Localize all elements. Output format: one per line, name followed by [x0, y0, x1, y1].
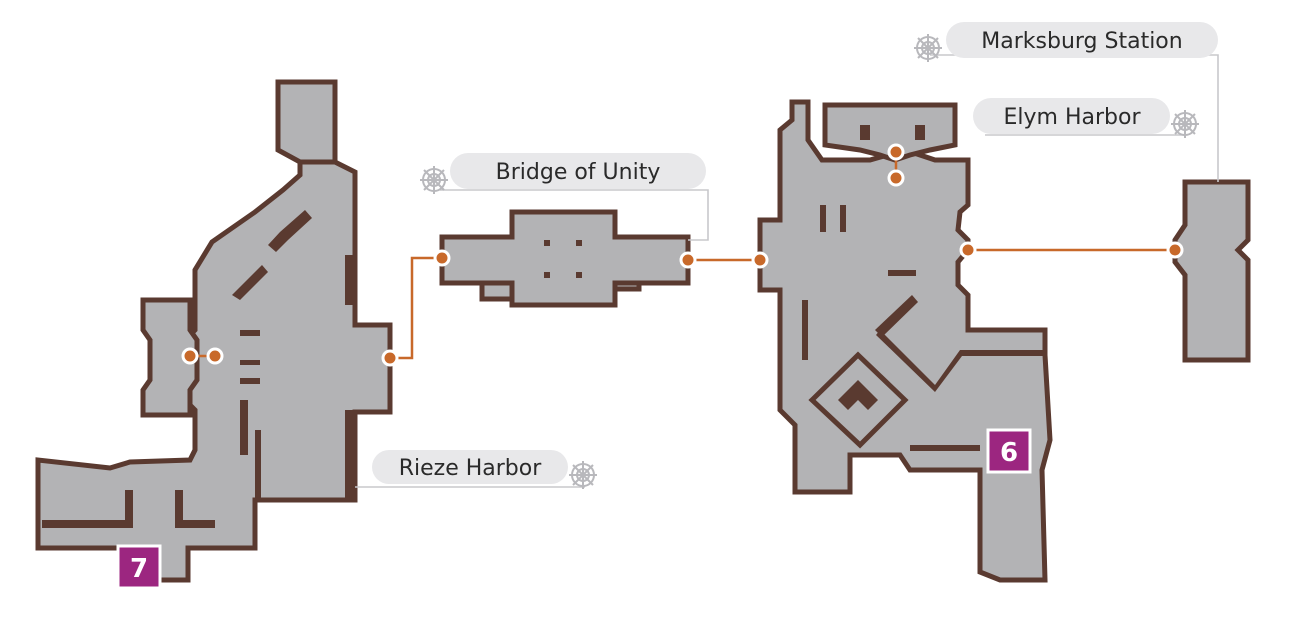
label-marksburg-station-text: Marksburg Station	[981, 29, 1182, 54]
bridge-west-point[interactable]	[433, 249, 451, 267]
rieze-corridor-point[interactable]	[206, 347, 224, 365]
marksburg-west-point[interactable]	[1166, 241, 1184, 259]
rieze-side-room-point[interactable]	[181, 347, 199, 365]
elym-west-point[interactable]	[751, 251, 769, 269]
gear-icon	[419, 165, 449, 195]
gear-icon	[568, 460, 598, 490]
elym-main-floor	[757, 99, 1053, 583]
label-bridge-of-unity[interactable]: Bridge of Unity	[450, 153, 706, 189]
area-badge-7[interactable]: 7	[116, 544, 162, 590]
marksburg-station-region	[1172, 179, 1251, 363]
area-badge-6-text: 6	[1000, 438, 1018, 468]
rieze-harbor-region	[35, 79, 393, 583]
gear-icon	[913, 33, 943, 63]
bridge-of-unity-region	[439, 209, 691, 308]
label-rieze-harbor[interactable]: Rieze Harbor	[372, 450, 568, 484]
rieze-exit-point[interactable]	[381, 349, 399, 367]
bridge-east-point[interactable]	[679, 251, 697, 269]
label-bridge-of-unity-text: Bridge of Unity	[496, 160, 661, 185]
elym-north-room-point[interactable]	[887, 143, 905, 161]
label-elym-harbor-text: Elym Harbor	[1004, 105, 1142, 130]
label-rieze-harbor-text: Rieze Harbor	[399, 456, 543, 481]
bridge-hall	[439, 209, 691, 308]
elym-east-point[interactable]	[959, 241, 977, 259]
label-elym-harbor[interactable]: Elym Harbor	[973, 98, 1170, 134]
rieze-main-floor	[35, 79, 393, 583]
marksburg-platform	[1172, 179, 1251, 363]
gear-icon	[1170, 109, 1200, 139]
connection-points[interactable]	[181, 143, 1184, 367]
area-badge-7-text: 7	[130, 554, 148, 584]
rieze-side-room	[140, 297, 200, 418]
label-marksburg-station[interactable]: Marksburg Station	[946, 22, 1218, 58]
elym-harbor-region	[757, 99, 1053, 583]
elym-north-room	[822, 102, 958, 163]
area-badge-6[interactable]: 6	[986, 428, 1032, 474]
elym-hall-point[interactable]	[887, 169, 905, 187]
